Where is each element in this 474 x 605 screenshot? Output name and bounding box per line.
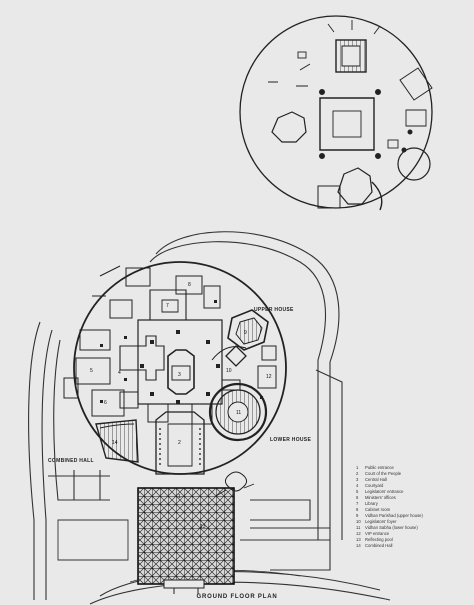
room-number: 1 [178, 494, 181, 500]
legend-row: 12 VIP entrance [356, 531, 468, 537]
room-number: 5 [90, 368, 93, 374]
legend-number: 5 [356, 489, 359, 494]
legend-row: 1 Public entrance [356, 465, 468, 471]
legend-number: 11 [356, 525, 361, 530]
legend-row: 8 Cabinet room [356, 507, 468, 513]
legend-number: 2 [356, 471, 359, 476]
upper-floor-inner-square [332, 110, 362, 138]
upper-house-label: UPPER HOUSE [254, 307, 294, 313]
legend-row: 9 Vidhan Parishad (upper house) [356, 513, 468, 519]
room-number: 11 [236, 410, 241, 416]
legend-text: Reflecting pool [365, 537, 393, 542]
room-number: 10 [226, 368, 232, 374]
combined-hall-label: COMBINED HALL [48, 458, 94, 464]
portico-grid [137, 487, 235, 585]
legend-number: 8 [356, 507, 359, 512]
upper-floor-octagon-south [337, 167, 373, 205]
legend-text: Cabinet room [365, 507, 391, 512]
legend-text: Legislators' foyer [365, 519, 397, 524]
room-number-markers: 1 2 3 4 5 6 7 8 9 10 11 12 13 14 [90, 282, 272, 530]
room-number: 2 [178, 440, 181, 446]
legend-row: 13 Reflecting pool [356, 537, 468, 543]
upper-floor-plan [239, 15, 433, 211]
legend-number: 10 [356, 519, 361, 524]
legend-number: 9 [356, 513, 359, 518]
ground-floor-plan [63, 261, 287, 594]
central-hall [167, 349, 195, 395]
legend-row: 10 Legislators' foyer [356, 519, 468, 525]
legend-text: VIP entrance [365, 531, 390, 536]
tree-symbol [224, 471, 248, 492]
legend-number: 7 [356, 501, 359, 506]
drawing-caption: GROUND FLOOR PLAN [196, 594, 278, 600]
legend-row: 4 Courtyard [356, 483, 468, 489]
room-number: 3 [178, 372, 181, 378]
legend-text: Vidhan Sabha (lower house) [365, 525, 418, 530]
combined-hall-chamber [95, 419, 139, 463]
legend-row: 6 Ministers' offices [356, 495, 468, 501]
legend-row: 11 Vidhan Sabha (lower house) [356, 525, 468, 531]
legend-text: Central Hall [365, 477, 387, 482]
upper-floor-round-east [397, 147, 431, 181]
room-number: 14 [112, 440, 118, 446]
legend-row: 14 Combined Hall [356, 543, 468, 549]
legend-number: 6 [356, 495, 359, 500]
legend-number: 14 [356, 543, 361, 548]
legend-text: Court of the People [365, 471, 402, 476]
room-number: 9 [244, 330, 247, 336]
legend-row: 3 Central Hall [356, 477, 468, 483]
room-number: 7 [166, 303, 169, 309]
legend-text: Public entrance [365, 465, 394, 470]
legend-text: Library [365, 501, 378, 506]
legend-number: 12 [356, 531, 361, 536]
upper-floor-core-square [319, 97, 375, 151]
room-number: 4 [118, 370, 121, 376]
legend-row: 5 Legislators' entrance [356, 489, 468, 495]
room-number: 12 [266, 374, 272, 380]
legend-row: 2 Court of the People [356, 471, 468, 477]
legend-number: 13 [356, 537, 361, 542]
legend-text: Combined Hall [365, 543, 393, 548]
room-number: 13 [200, 524, 206, 530]
legend-number: 4 [356, 483, 359, 488]
lower-house-label: LOWER HOUSE [270, 437, 311, 443]
room-number: 8 [188, 282, 191, 288]
legend-text: Ministers' offices [365, 495, 396, 500]
legend-text: Legislators' entrance [365, 489, 404, 494]
court-of-the-people [155, 411, 205, 475]
legend-number: 3 [356, 477, 359, 482]
legend-row: 7 Library [356, 501, 468, 507]
room-number: 6 [104, 400, 107, 406]
legend-number: 1 [356, 465, 359, 470]
upper-house-chamber [227, 309, 269, 351]
lower-house-chamber [208, 382, 268, 442]
legend-text: Vidhan Parishad (upper house) [365, 513, 423, 518]
legend-text: Courtyard [365, 483, 384, 488]
upper-floor-octagon-west [271, 111, 307, 143]
